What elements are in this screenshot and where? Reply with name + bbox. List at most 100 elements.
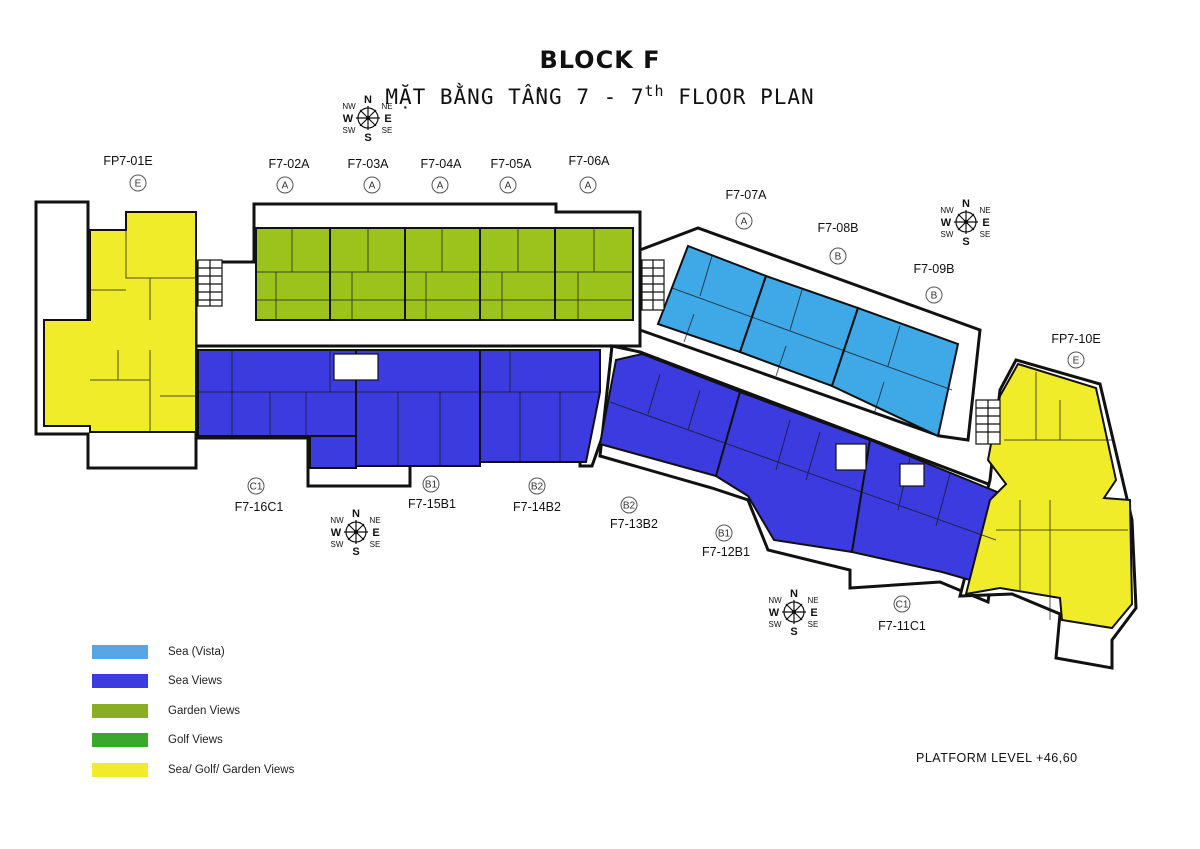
unit-label-f7-12b1: F7-12B1 xyxy=(702,545,750,559)
compass-label-nw: NW xyxy=(940,206,954,215)
unit-type-badge-a: A xyxy=(369,181,376,192)
unit-type-badge-circle xyxy=(431,176,449,194)
unit-type-badge-circle xyxy=(276,176,294,194)
stair-core-east xyxy=(975,399,1001,445)
unit-label-f7-09b: F7-09B xyxy=(914,262,955,276)
legend-label: Garden Views xyxy=(168,704,241,717)
unit-label-f7-15b1: F7-15B1 xyxy=(408,497,456,511)
compass-center xyxy=(791,609,797,615)
unit-label-f7-16c1: F7-16C1 xyxy=(235,500,284,514)
unit-type-badge-circle xyxy=(893,595,911,613)
unit-label-f7-03a: F7-03A xyxy=(348,157,390,171)
lift-lobby-west xyxy=(333,353,379,381)
legend-item-sea-vista: Sea (Vista) xyxy=(92,637,294,667)
unit-label-f7-13b2: F7-13B2 xyxy=(610,517,658,531)
stair-core-north xyxy=(641,259,665,311)
compass-label-sw: SW xyxy=(769,620,782,629)
unit-type-badge-circle xyxy=(620,496,638,514)
unit-f7-02a-fill xyxy=(255,227,331,321)
unit-type-badge-circle xyxy=(247,477,265,495)
legend-swatch xyxy=(92,762,148,777)
legend: Sea (Vista) Sea Views Garden Views Golf … xyxy=(92,637,294,785)
legend-swatch xyxy=(92,703,148,718)
garden-unit-partitions xyxy=(256,228,633,320)
unit-type-badge-a: A xyxy=(437,181,444,192)
unit-fp7-10e-fill xyxy=(964,362,1134,630)
east-unit-partitions xyxy=(996,372,1128,620)
legend-swatch xyxy=(92,733,148,748)
floor-title-suffix: FLOOR PLAN xyxy=(664,85,815,109)
unit-type-badge-circle xyxy=(422,475,440,493)
unit-f7-11c1-fill xyxy=(850,438,1004,586)
unit-type-badge-c1: C1 xyxy=(250,482,263,493)
legend-item-mixed-views: Sea/ Golf/ Garden Views xyxy=(92,755,294,785)
compass-label-e: E xyxy=(810,607,817,619)
south-unit-partitions xyxy=(198,350,600,466)
compass-label-n: N xyxy=(790,588,798,600)
unit-type-badge-e: E xyxy=(1073,356,1080,367)
compass-label-e: E xyxy=(372,527,379,539)
unit-type-badge-b2: B2 xyxy=(531,482,544,493)
unit-type-badge-e: E xyxy=(135,179,142,190)
unit-type-badge-circle xyxy=(129,174,147,192)
legend-item-garden-views: Garden Views xyxy=(92,696,294,726)
legend-swatch xyxy=(92,644,148,659)
compass-label-nw: NW xyxy=(330,516,344,525)
compass-label-w: W xyxy=(343,113,354,125)
compass-label-ne: NE xyxy=(369,516,380,525)
unit-type-badge-a: A xyxy=(505,181,512,192)
compass-label-ne: NE xyxy=(381,102,392,111)
unit-label-f7-02a: F7-02A xyxy=(269,157,311,171)
unit-type-badge-a: A xyxy=(741,217,748,228)
legend-label: Sea/ Golf/ Garden Views xyxy=(168,763,295,776)
legend-item-sea-views: Sea Views xyxy=(92,667,294,697)
unit-type-badge-circle xyxy=(499,176,517,194)
stair-core-west xyxy=(197,259,223,307)
unit-type-badge-b1: B1 xyxy=(718,529,731,540)
unit-fills xyxy=(43,211,1134,630)
unit-label-f7-11c1: F7-11C1 xyxy=(878,619,926,633)
compass-label-se: SE xyxy=(382,126,393,135)
compass-label-ne: NE xyxy=(979,206,990,215)
interior-partitions xyxy=(90,228,1128,620)
compass-label-ne: NE xyxy=(807,596,818,605)
compass-label-sw: SW xyxy=(941,230,954,239)
stair-north-treads xyxy=(642,260,664,310)
compass-label-e: E xyxy=(384,113,391,125)
unit-f7-12b1-fill xyxy=(714,390,872,554)
compass-label-sw: SW xyxy=(343,126,356,135)
floor-title-prefix: MẶT BẰNG TẦNG 7 - 7 xyxy=(385,85,645,109)
compass-label-w: W xyxy=(331,527,342,539)
unit-label-fp7-10e: FP7-10E xyxy=(1051,332,1100,346)
unit-f7-16c1-fill xyxy=(197,349,357,437)
floor-plan-title: MẶT BẰNG TẦNG 7 - 7th FLOOR PLAN xyxy=(0,82,1200,109)
unit-type-badge-circle xyxy=(1067,351,1085,369)
unit-type-badge-a: A xyxy=(282,181,289,192)
unit-label-f7-06a: F7-06A xyxy=(569,154,611,168)
unit-label-f7-04a: F7-04A xyxy=(421,157,463,171)
platform-level: PLATFORM LEVEL +46,60 xyxy=(916,751,1078,765)
compass-label-se: SE xyxy=(808,620,819,629)
unit-label-fp7-01e: FP7-01E xyxy=(103,154,152,168)
compass-label-w: W xyxy=(769,607,780,619)
compass-label-n: N xyxy=(352,508,360,520)
floor-title-ordinal: th xyxy=(644,82,665,100)
stair-west-treads xyxy=(198,260,222,306)
lift-lobby-east xyxy=(835,443,867,471)
compass-label-nw: NW xyxy=(342,102,356,111)
unit-fp7-01e-fill xyxy=(43,211,197,433)
compass-label-e: E xyxy=(982,217,989,229)
unit-type-badge-circle xyxy=(579,176,597,194)
compass-roses: NSEWNENWSESWNSEWNENWSESWNSEWNENWSESWNSEW… xyxy=(330,94,990,638)
compass-label-se: SE xyxy=(370,540,381,549)
compass-center xyxy=(365,115,371,121)
compass-label-n: N xyxy=(962,198,970,210)
compass-label-sw: SW xyxy=(331,540,344,549)
lift-lobby-south-east xyxy=(899,463,925,487)
unit-type-badge-circle xyxy=(925,286,943,304)
